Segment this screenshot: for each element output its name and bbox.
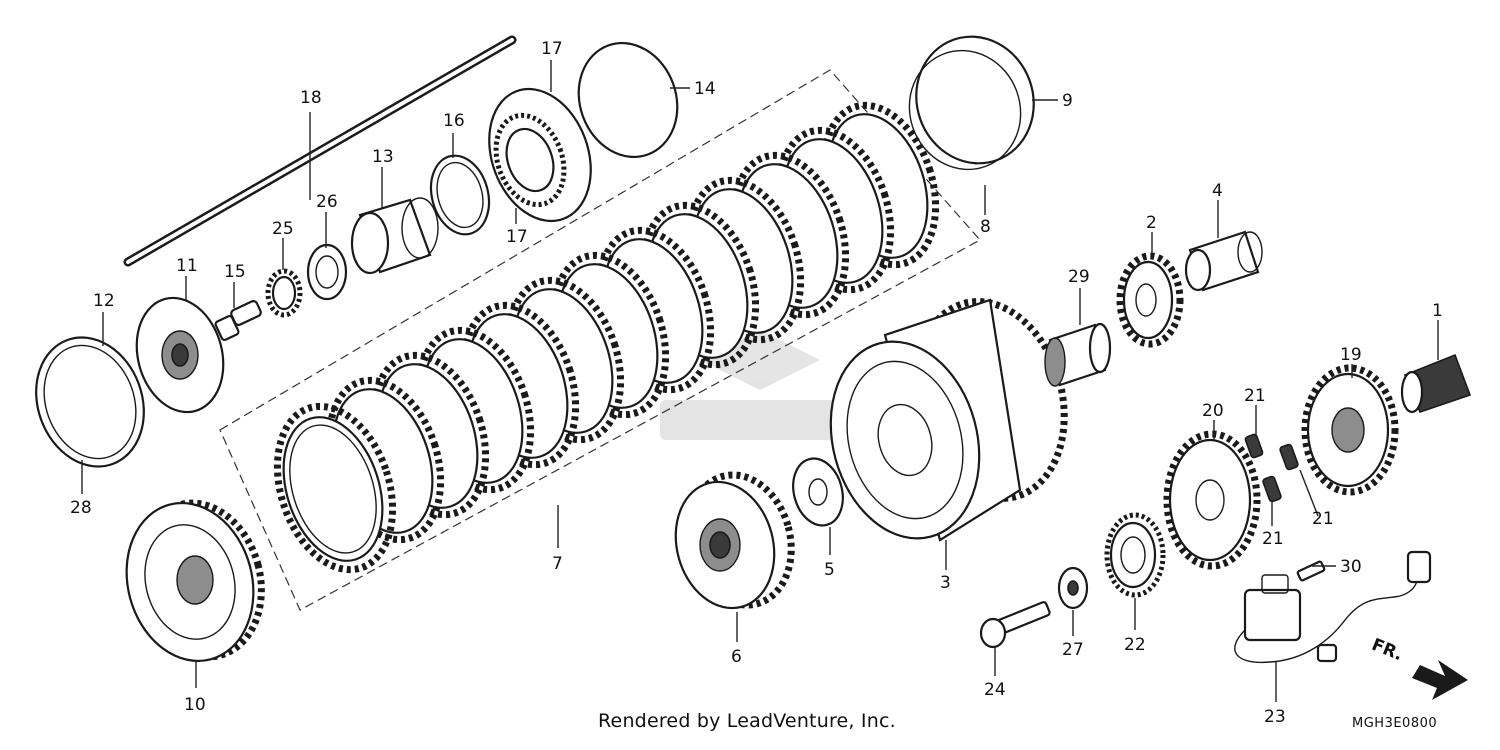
front-direction-arrow: FR. (1369, 635, 1468, 700)
callout-23: 23 (1264, 707, 1286, 727)
callout-10: 10 (184, 695, 206, 715)
callout-5: 5 (824, 560, 835, 580)
callout-30: 30 (1340, 557, 1362, 577)
callout-21-top: 21 (1244, 386, 1266, 406)
callout-28: 28 (70, 498, 92, 518)
callout-13: 13 (372, 147, 394, 167)
bearing-1 (1400, 353, 1472, 414)
callout-2: 2 (1146, 213, 1157, 233)
callout-14: 14 (694, 79, 716, 99)
callout-11: 11 (176, 256, 198, 276)
callout-21-right: 21 (1312, 509, 1334, 529)
gear-22 (1104, 512, 1166, 598)
callout-20: 20 (1202, 401, 1224, 421)
callout-labels: 18 13 26 25 15 11 12 28 16 17 17 14 9 8 … (70, 39, 1443, 727)
callout-9: 9 (1062, 91, 1073, 111)
diagram-code: MGH3E0800 (1352, 716, 1438, 731)
callout-3: 3 (940, 573, 951, 593)
callout-1: 1 (1432, 301, 1443, 321)
washer-27 (1057, 566, 1089, 610)
callout-8: 8 (980, 217, 991, 237)
pressure-plate-10 (125, 499, 265, 663)
callout-19: 19 (1340, 345, 1362, 365)
needle-bearing-29 (1044, 322, 1112, 387)
callout-6: 6 (731, 647, 742, 667)
callout-12: 12 (93, 291, 115, 311)
render-credit: Rendered by LeadVenture, Inc. (598, 710, 896, 732)
callout-21-mid: 21 (1262, 529, 1284, 549)
snap-ring-12 (35, 336, 145, 468)
callout-24: 24 (984, 680, 1006, 700)
springs-21 (1244, 433, 1299, 503)
thrust-washer-5 (792, 457, 844, 527)
bolt-15 (214, 300, 262, 341)
callout-22: 22 (1124, 635, 1146, 655)
gear-25 (265, 268, 303, 318)
clutch-center-6 (674, 471, 795, 610)
callout-17-top: 17 (541, 39, 563, 59)
judder-spring-17 (488, 87, 592, 223)
callout-17-bottom: 17 (506, 227, 528, 247)
front-direction-label: FR. (1369, 635, 1406, 665)
callout-26: 26 (316, 192, 338, 212)
leader-lines (81, 60, 1439, 702)
callout-15: 15 (224, 262, 246, 282)
callout-29: 29 (1068, 267, 1090, 287)
sleeve-4 (1184, 230, 1263, 292)
clutch-outer-3 (829, 298, 1068, 542)
callout-4: 4 (1212, 181, 1223, 201)
gear-2 (1116, 252, 1184, 348)
wire-ring-14 (577, 41, 679, 159)
clutch-plate-stack (273, 101, 940, 574)
rings-8-9 (908, 35, 1035, 171)
ring-16 (429, 154, 491, 236)
sensor-harness-23 (1234, 550, 1432, 664)
collar-13 (350, 197, 439, 275)
callout-18: 18 (300, 88, 322, 108)
gear-19 (1301, 364, 1399, 496)
gear-20 (1163, 430, 1261, 570)
bolt-30 (1296, 560, 1326, 582)
callout-7: 7 (552, 554, 563, 574)
lifter-plate (135, 296, 225, 414)
callout-16: 16 (443, 111, 465, 131)
callout-25: 25 (272, 219, 294, 239)
callout-27: 27 (1062, 640, 1084, 660)
bolt-24 (979, 601, 1051, 649)
washer-26 (306, 243, 348, 301)
